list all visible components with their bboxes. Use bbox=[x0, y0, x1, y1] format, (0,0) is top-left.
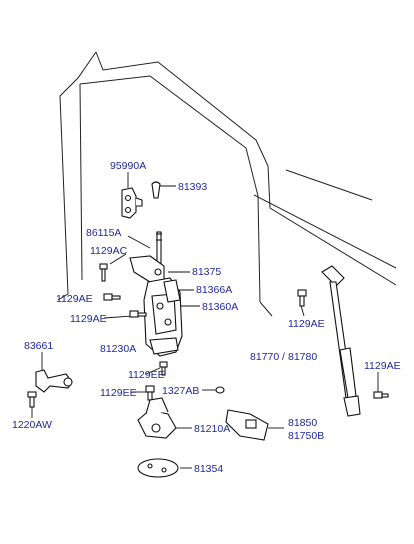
bumper-81850 bbox=[225, 409, 269, 441]
door-panel bbox=[57, 51, 397, 317]
handle-83661 bbox=[35, 369, 73, 393]
latch-81230a bbox=[143, 277, 183, 357]
screw-1129ac bbox=[99, 263, 108, 282]
gas-lifter-81770 bbox=[321, 265, 361, 417]
label-81750b[interactable]: 81750B bbox=[288, 430, 325, 442]
label-81366a[interactable]: 81366A bbox=[196, 284, 233, 296]
screw-1129ae-a bbox=[103, 293, 121, 301]
nut-1327ab bbox=[215, 386, 225, 394]
label-81770[interactable]: 81770 bbox=[250, 351, 280, 363]
label-81850[interactable]: 81850 bbox=[288, 417, 318, 429]
label-81230a[interactable]: 81230A bbox=[100, 343, 137, 355]
clip-81393 bbox=[151, 181, 161, 199]
label-1129ee-2[interactable]: 1129EE bbox=[100, 387, 137, 399]
label-81375[interactable]: 81375 bbox=[192, 266, 222, 278]
label-81780[interactable]: 81780 bbox=[288, 351, 318, 363]
label-95990a[interactable]: 95990A bbox=[110, 160, 147, 172]
striker-81210a bbox=[137, 397, 177, 439]
label-81354[interactable]: 81354 bbox=[194, 463, 224, 475]
screw-1129ae-c bbox=[297, 289, 307, 307]
label-separator: / bbox=[282, 351, 285, 363]
label-1129ae-1[interactable]: 1129AE bbox=[56, 293, 93, 305]
screw-1129ee-b bbox=[145, 385, 155, 401]
bracket-95990a bbox=[121, 187, 143, 219]
label-81393[interactable]: 81393 bbox=[178, 181, 208, 193]
label-81210a[interactable]: 81210A bbox=[194, 423, 231, 435]
screw-1129ee-a bbox=[159, 361, 168, 376]
label-81360a[interactable]: 81360A bbox=[202, 301, 239, 313]
label-1129ae-2[interactable]: 1129AE bbox=[70, 313, 107, 325]
label-1129ae-4[interactable]: 1129AE bbox=[364, 360, 401, 372]
label-1129ae-3[interactable]: 1129AE bbox=[288, 318, 325, 330]
screw-1220aw bbox=[27, 391, 37, 408]
screw-1129ae-b bbox=[129, 310, 147, 318]
label-86115a[interactable]: 86115A bbox=[86, 227, 122, 239]
label-1220aw[interactable]: 1220AW bbox=[12, 419, 52, 431]
label-1327ab[interactable]: 1327AB bbox=[162, 385, 200, 397]
screw-1129ae-d bbox=[373, 391, 389, 399]
gasket-81354 bbox=[137, 458, 179, 478]
label-1129ac[interactable]: 1129AC bbox=[90, 245, 128, 257]
label-1129ee-1[interactable]: 1129EE bbox=[128, 369, 165, 381]
label-83661[interactable]: 83661 bbox=[24, 340, 54, 352]
